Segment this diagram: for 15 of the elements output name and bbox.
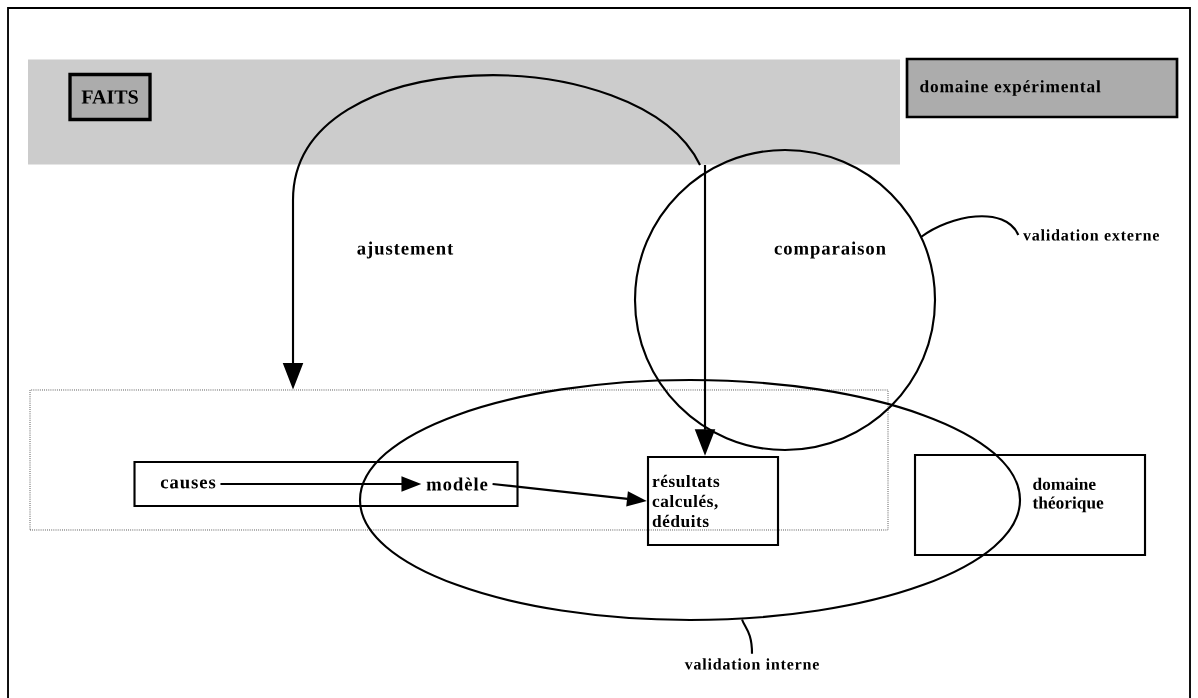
callout-text: validation interne bbox=[684, 658, 819, 670]
edge-label: comparaison bbox=[771, 238, 889, 262]
leader-line bbox=[920, 215, 1020, 238]
box-text: causes bbox=[160, 479, 216, 489]
edge-label: ajustement bbox=[354, 238, 456, 262]
domain-frame bbox=[29, 389, 889, 531]
callout-text: validation externe bbox=[1023, 229, 1160, 241]
process-box bbox=[133, 460, 519, 508]
domain-box: domaine théorique bbox=[913, 453, 1147, 557]
result-box: résultats calculés, déduits bbox=[646, 455, 780, 547]
leader-line bbox=[741, 619, 754, 654]
label-box: domaine expérimental bbox=[905, 57, 1179, 119]
label-box: FAITS bbox=[68, 72, 152, 122]
box-text: modèle bbox=[426, 477, 488, 491]
shaded-band bbox=[28, 59, 900, 165]
